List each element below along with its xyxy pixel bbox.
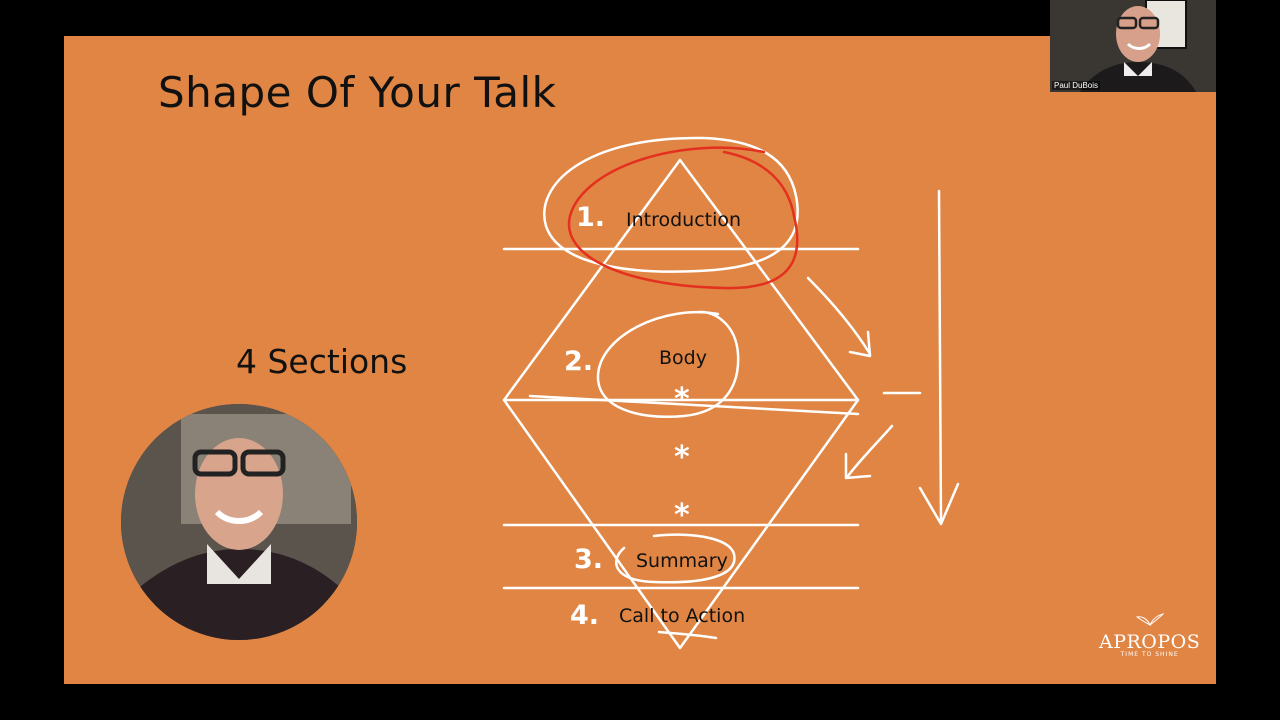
long-down-arrow-head (918, 482, 960, 526)
curved-arrow-lower (846, 424, 894, 478)
upper-triangle (502, 158, 860, 402)
intro-ellipse-annotation (543, 136, 799, 273)
cta-squiggle-annotation (657, 630, 718, 640)
participant-video-tile[interactable]: Paul DuBois (1050, 0, 1216, 92)
body-point-star-3: * (674, 498, 690, 533)
body-ellipse-annotation (596, 310, 740, 418)
section-label-call-to-action: Call to Action (619, 605, 746, 627)
section-number-2: 2. (564, 346, 594, 377)
sections-label: 4 Sections (236, 342, 408, 381)
presentation-slide: Shape Of Your Talk 4 Sections (64, 36, 1216, 684)
participant-avatar-icon (1050, 0, 1216, 92)
section-label-summary: Summary (636, 550, 728, 572)
section-label-introduction: Introduction (626, 209, 742, 231)
slide-title: Shape Of Your Talk (158, 68, 557, 117)
participant-name-label: Paul DuBois (1052, 81, 1101, 90)
section-number-3: 3. (574, 544, 604, 575)
divider-line-2 (528, 394, 860, 416)
leaf-logo-icon (1135, 613, 1165, 627)
intro-red-ellipse-annotation (567, 146, 799, 290)
section-number-4: 4. (570, 600, 600, 631)
apropos-logo: APROPOS TIME TO SHINE (1099, 612, 1200, 658)
summary-ellipse-annotation (614, 533, 736, 584)
presenter-avatar-icon (121, 404, 357, 640)
curved-arrow-upper-head (848, 330, 872, 358)
talk-shape-diagram (502, 136, 960, 650)
logo-tagline: TIME TO SHINE (1120, 651, 1179, 658)
section-label-body: Body (659, 347, 707, 369)
body-point-star-2: * (674, 440, 690, 475)
curved-arrow-lower-head (844, 452, 872, 480)
lower-triangle (502, 398, 860, 650)
presenter-video-circle (121, 404, 357, 640)
section-number-1: 1. (576, 202, 606, 233)
logo-name: APROPOS (1099, 631, 1201, 653)
curved-arrow-upper (806, 276, 872, 356)
long-down-arrow-shaft (937, 189, 943, 524)
body-point-star-1: * (674, 382, 690, 417)
